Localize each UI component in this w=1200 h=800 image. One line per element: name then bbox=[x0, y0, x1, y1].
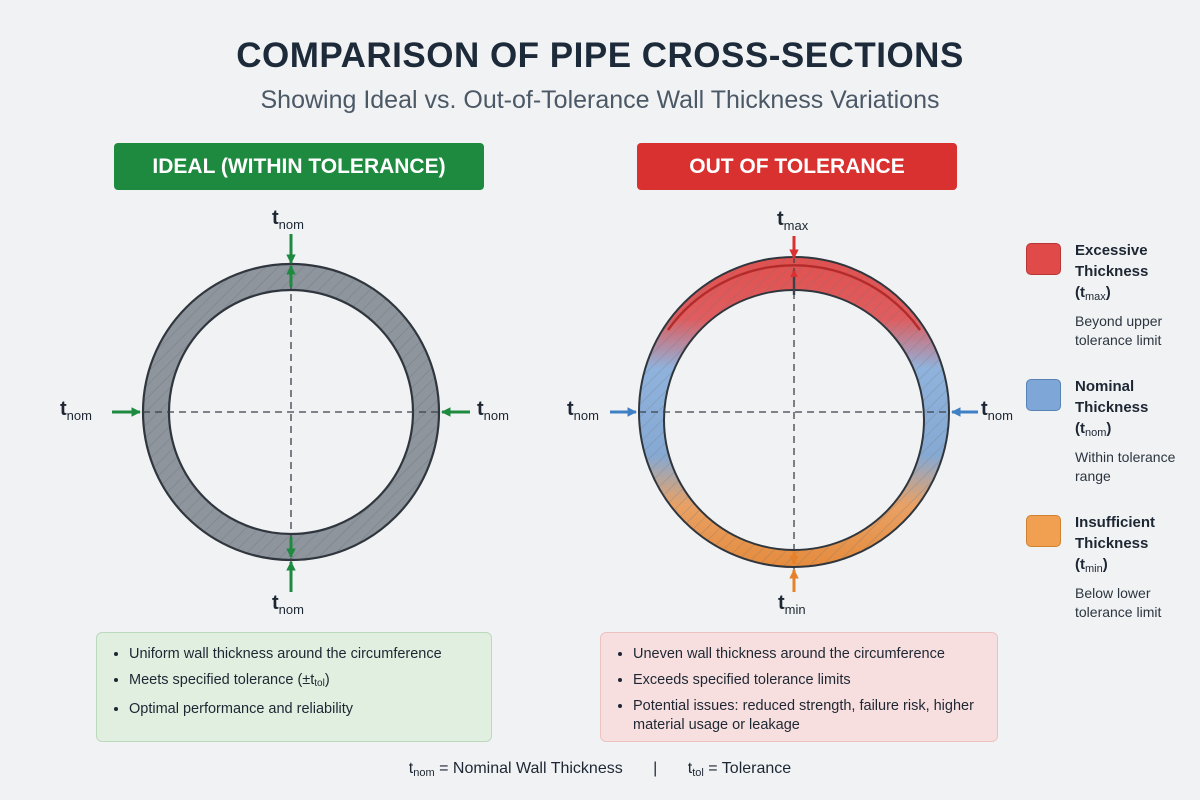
list-item: Optimal performance and reliability bbox=[129, 700, 477, 719]
list-item: Potential issues: reduced strength, fail… bbox=[633, 697, 983, 735]
ideal-badge: IDEAL (WITHIN TOLERANCE) bbox=[114, 143, 484, 190]
oot-bottom-label: tmin bbox=[778, 592, 806, 617]
page-subtitle: Showing Ideal vs. Out-of-Tolerance Wall … bbox=[260, 86, 940, 114]
oot-left-label: tnom bbox=[567, 398, 599, 423]
ideal-notes-box: Uniform wall thickness around the circum… bbox=[96, 632, 492, 742]
list-item: Exceeds specified tolerance limits bbox=[633, 671, 983, 690]
out-of-tolerance-badge: OUT OF TOLERANCE bbox=[637, 143, 957, 190]
ideal-top-label: tnom bbox=[272, 207, 304, 232]
list-item: Uniform wall thickness around the circum… bbox=[129, 645, 477, 664]
ideal-bottom-label: tnom bbox=[272, 592, 304, 617]
oot-top-label: tmax bbox=[777, 208, 809, 233]
oot-right-label: tnom bbox=[981, 398, 1013, 423]
ideal-left-label: tnom bbox=[60, 398, 92, 423]
ideal-right-label: tnom bbox=[477, 398, 509, 423]
list-item: Uneven wall thickness around the circumf… bbox=[633, 645, 983, 664]
out-of-tolerance-notes-box: Uneven wall thickness around the circumf… bbox=[600, 632, 998, 742]
list-item: Meets specified tolerance (±ttol) bbox=[129, 671, 477, 693]
legend-swatch-insufficient bbox=[1026, 515, 1061, 547]
page-title: COMPARISON OF PIPE CROSS-SECTIONS bbox=[236, 36, 964, 75]
legend-swatch-excessive bbox=[1026, 243, 1061, 275]
out-of-tolerance-pipe bbox=[610, 236, 978, 592]
footer-definitions: tnom = Nominal Wall Thickness | ttol = T… bbox=[408, 760, 792, 779]
legend-swatch-nominal bbox=[1026, 379, 1061, 411]
ideal-pipe bbox=[112, 234, 470, 592]
